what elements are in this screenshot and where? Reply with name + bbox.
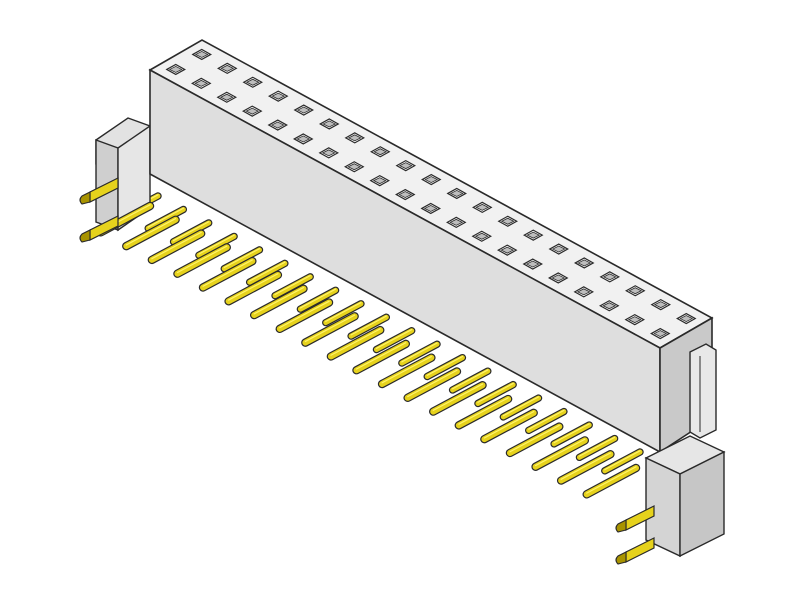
socket-hole — [548, 243, 569, 255]
pin — [505, 422, 564, 458]
socket-hole — [574, 257, 595, 269]
socket-hole — [370, 146, 391, 158]
left-mounting-bracket — [95, 117, 151, 232]
mounting-peg — [615, 537, 655, 565]
socket-hole — [421, 173, 442, 186]
pin — [224, 270, 283, 306]
socket-hole — [268, 90, 289, 102]
pin — [531, 436, 590, 471]
pin — [198, 256, 257, 292]
pin — [245, 259, 289, 286]
socket-hole — [446, 216, 467, 229]
pin — [474, 380, 517, 408]
mounting-peg — [79, 177, 119, 205]
right-latch-tab — [689, 343, 717, 439]
pin — [524, 407, 568, 435]
pin — [556, 450, 615, 485]
socket-hole — [344, 161, 365, 173]
pin — [249, 284, 308, 320]
socket-hole — [573, 286, 594, 298]
pin — [275, 298, 334, 334]
pin — [173, 243, 231, 278]
pin — [575, 434, 619, 462]
socket-hole — [395, 188, 416, 201]
socket-hole — [395, 159, 416, 172]
pin — [429, 381, 487, 416]
socket-hole — [650, 298, 671, 311]
socket-hole — [471, 230, 492, 242]
mounting-peg — [615, 505, 655, 533]
pin — [499, 394, 543, 421]
pin — [398, 340, 441, 367]
connector-housing — [148, 39, 714, 454]
socket-hole — [522, 258, 543, 270]
socket-hole — [650, 327, 671, 340]
pin-row-back — [119, 192, 644, 475]
socket-hole — [599, 271, 620, 283]
pin — [550, 421, 593, 448]
socket-hole — [216, 91, 237, 103]
socket-hole — [420, 202, 441, 215]
pin — [582, 463, 641, 499]
pin — [448, 367, 492, 394]
socket-hole — [165, 63, 186, 76]
socket-hole — [624, 313, 645, 326]
socket-hole — [472, 201, 493, 214]
socket-hole — [548, 272, 569, 284]
socket-hole — [369, 174, 390, 187]
pin — [480, 408, 538, 444]
pin — [122, 215, 180, 251]
pin-row-front — [96, 201, 641, 499]
pin — [322, 300, 365, 327]
pin — [601, 448, 644, 475]
pin — [169, 219, 213, 246]
socket-hole — [191, 77, 212, 90]
socket-hole — [217, 62, 238, 75]
socket-hole — [625, 285, 646, 297]
pin — [372, 327, 416, 354]
socket-hole — [497, 244, 518, 256]
pin — [352, 339, 410, 375]
pin — [347, 313, 391, 340]
pin — [301, 312, 359, 347]
pin — [147, 229, 206, 265]
mounting-pegs — [79, 177, 655, 565]
pin — [220, 246, 264, 273]
socket-hole — [191, 48, 212, 61]
pin — [326, 325, 385, 361]
pin — [271, 273, 314, 300]
pin — [377, 353, 436, 389]
socket-hole — [599, 300, 620, 312]
pin — [423, 353, 467, 381]
pin — [296, 286, 340, 313]
socket-hole — [344, 132, 365, 144]
socket-hole-grid — [165, 48, 697, 340]
pin — [144, 205, 188, 232]
socket-hole — [497, 215, 518, 227]
socket-hole — [242, 76, 263, 88]
socket-hole — [446, 187, 467, 200]
socket-hole — [293, 133, 314, 145]
pin — [454, 394, 513, 430]
socket-hole — [319, 118, 340, 130]
socket-hole — [676, 312, 697, 325]
mounting-peg — [79, 215, 119, 243]
socket-hole — [523, 229, 544, 241]
socket-hole — [318, 147, 339, 159]
right-mounting-bracket — [644, 435, 726, 558]
pin — [195, 232, 238, 259]
socket-hole — [267, 119, 288, 131]
socket-hole — [293, 104, 314, 116]
socket-hole — [242, 105, 263, 117]
pin — [403, 367, 462, 402]
